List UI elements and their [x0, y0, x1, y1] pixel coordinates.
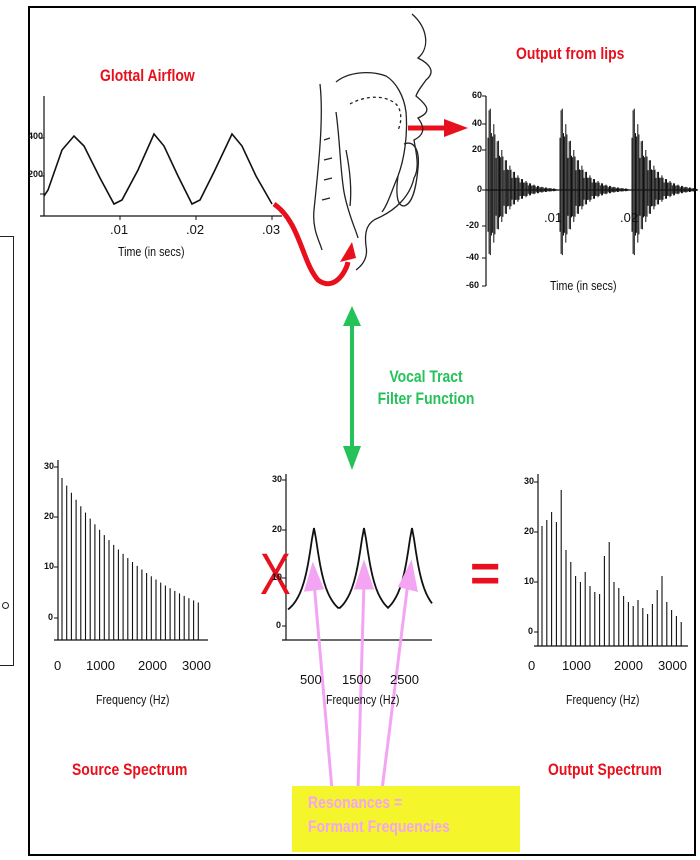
- glottal-to-tract-arrow: [272, 201, 351, 287]
- lips-y-tick-minus20: -20: [466, 220, 480, 230]
- filter-x-tick-500: 500: [300, 672, 322, 687]
- source-x-tick-3000: 3000: [182, 658, 211, 673]
- lips-y-tick-20: 20: [472, 144, 483, 154]
- glottal-x-tick-02: .02: [186, 222, 205, 237]
- lips-output-plot: [482, 95, 698, 287]
- resonance-arrows: [303, 559, 418, 791]
- filter-y-tick-0: 0: [276, 620, 282, 630]
- glottal-to-tract-arrowhead: [340, 242, 356, 262]
- output-y-tick-20: 20: [524, 526, 535, 536]
- source-spectrum-title: Source Spectrum: [72, 760, 188, 779]
- source-spectrum-bars: [61, 478, 199, 640]
- lips-y-tick-minus40: -40: [466, 252, 480, 262]
- source-y-tick-20: 20: [44, 511, 55, 521]
- source-y-tick-30: 30: [44, 461, 55, 471]
- resonances-highlight-box: Resonances = Formant Frequencies: [292, 786, 520, 852]
- vocal-tract-sketch: [313, 13, 432, 271]
- filter-function-plot: [282, 474, 433, 641]
- resonance-arrow-2: [356, 581, 366, 791]
- output-spectrum-bars: [541, 490, 682, 646]
- tract-to-lips-arrowhead: [444, 119, 468, 137]
- output-x-tick-0: 0: [528, 658, 536, 673]
- resonances-formant-label: Resonances = Formant Frequencies: [308, 793, 450, 836]
- output-spectrum-title: Output Spectrum: [548, 760, 662, 779]
- filter-arrow-up-head: [343, 306, 361, 326]
- filter-arrow-down-head: [343, 446, 361, 470]
- filter-y-tick-30: 30: [272, 474, 283, 484]
- glottal-airflow-title: Glottal Airflow: [100, 66, 195, 85]
- resonance-arrowhead-1: [303, 561, 325, 592]
- glottal-y-tick-200: 200: [28, 169, 44, 179]
- source-x-tick-0: 0: [54, 658, 62, 673]
- side-panel-edge: [0, 236, 14, 666]
- output-from-lips-title: Output from lips: [516, 44, 625, 63]
- vocal-tract-filter-title: Vocal Tract Filter Function: [377, 367, 475, 408]
- output-y-tick-30: 30: [524, 476, 535, 486]
- output-y-tick-10: 10: [524, 576, 535, 586]
- output-spectrum-plot: [534, 474, 688, 647]
- glottal-x-tick-01: .01: [110, 222, 129, 237]
- glottal-airflow-waveform: [43, 132, 273, 206]
- lips-x-label: Time (in secs): [550, 278, 617, 293]
- equals-operator: =: [470, 545, 501, 603]
- source-y-tick-10: 10: [44, 561, 55, 571]
- resonance-arrow-1: [312, 581, 334, 791]
- filter-y-tick-20: 20: [272, 524, 283, 534]
- filter-x-label: Frequency (Hz): [326, 692, 400, 707]
- resonance-arrow-3: [380, 581, 410, 791]
- output-x-tick-3000: 3000: [658, 658, 687, 673]
- lips-y-tick-60: 60: [472, 90, 483, 100]
- source-x-tick-2000: 2000: [138, 658, 167, 673]
- multiply-operator: X: [259, 542, 291, 607]
- resonance-arrowhead-2: [353, 559, 375, 590]
- side-panel-knob: [2, 602, 9, 609]
- glottal-airflow-plot: [40, 96, 282, 220]
- filter-x-tick-1500: 1500: [342, 672, 371, 687]
- output-x-tick-1000: 1000: [562, 658, 591, 673]
- diagram-frame: [28, 6, 696, 856]
- glottal-x-label: Time (in secs): [118, 244, 185, 259]
- lips-x-tick-02: .02: [620, 210, 639, 225]
- lips-y-tick-40: 40: [472, 118, 483, 128]
- output-y-tick-0: 0: [528, 626, 534, 636]
- filter-resonance-curve: [287, 527, 433, 611]
- lips-x-tick-01: .01: [544, 210, 563, 225]
- lips-output-waveform: [487, 108, 697, 256]
- lips-y-tick-0: 0: [477, 184, 483, 194]
- filter-y-tick-10: 10: [272, 572, 283, 582]
- output-x-tick-2000: 2000: [614, 658, 643, 673]
- source-x-label: Frequency (Hz): [96, 692, 170, 707]
- output-x-label: Frequency (Hz): [566, 692, 640, 707]
- lips-y-tick-minus60: -60: [466, 280, 480, 290]
- glottal-x-tick-03: .03: [262, 222, 281, 237]
- filter-x-tick-2500: 2500: [390, 672, 419, 687]
- source-y-tick-0: 0: [48, 612, 54, 622]
- source-spectrum-plot: [54, 460, 208, 641]
- glottal-y-tick-400: 400: [28, 131, 44, 141]
- resonance-arrowhead-3: [397, 559, 418, 593]
- source-x-tick-1000: 1000: [86, 658, 115, 673]
